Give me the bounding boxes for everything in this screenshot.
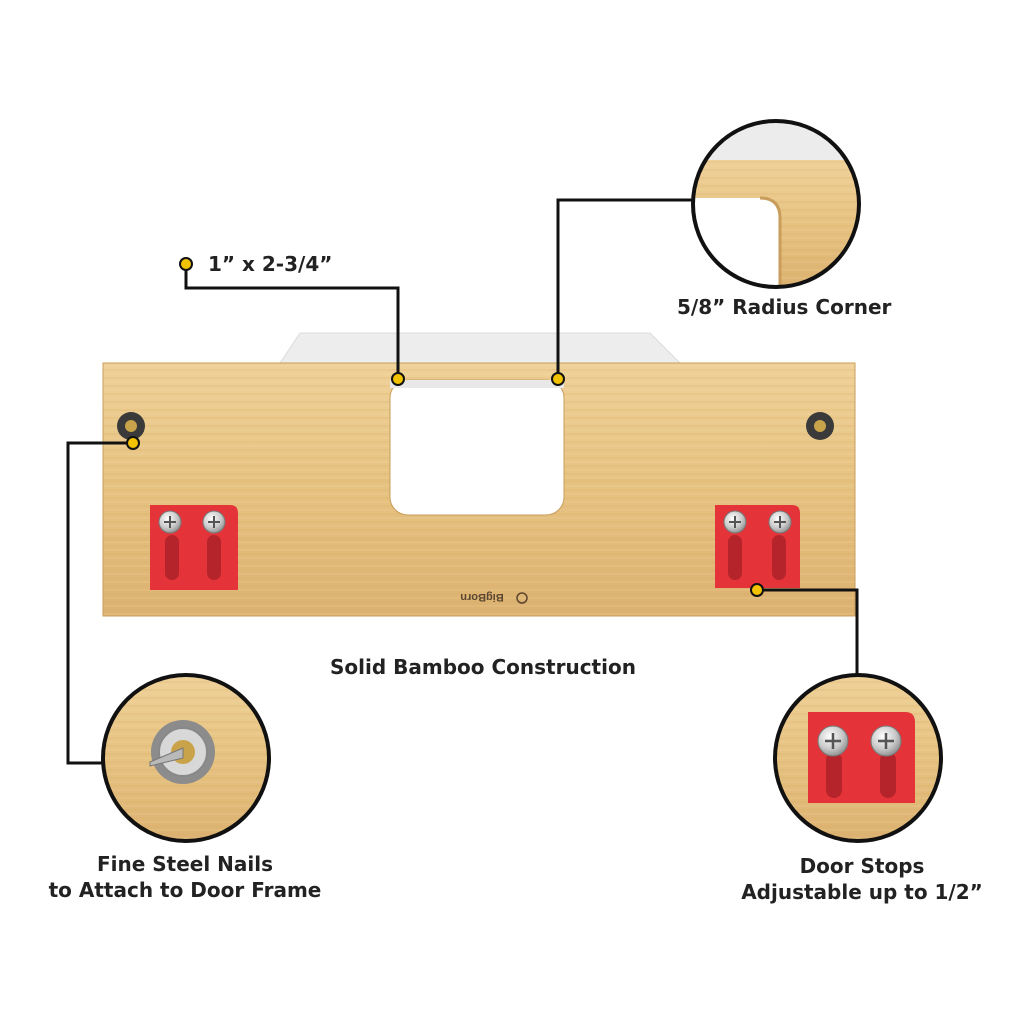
brand-text: BigBorn	[460, 591, 504, 603]
brand-logo-icon: BigBorn	[460, 591, 528, 604]
dot-nail	[126, 436, 140, 450]
nail-icon	[806, 412, 834, 440]
board-top-edge	[279, 332, 682, 364]
label-nails-line1: Fine Steel Nails	[96, 852, 274, 876]
label-construction: Solid Bamboo Construction	[330, 655, 636, 679]
dot-opening-label	[179, 257, 193, 271]
leader-opening	[184, 264, 400, 378]
leader-stops	[757, 588, 859, 676]
board-opening	[389, 379, 565, 516]
detail-radius-corner	[691, 119, 861, 289]
label-opening-size: 1” x 2-3/4”	[208, 252, 333, 276]
leader-radius	[556, 198, 694, 378]
door-stop-icon	[715, 505, 800, 588]
label-nails-line2: to Attach to Door Frame	[48, 878, 322, 902]
leader-nails	[66, 441, 133, 765]
label-stops: Door Stops Adjustable up to 1/2”	[732, 853, 992, 905]
dot-stop	[750, 583, 764, 597]
label-stops-line2: Adjustable up to 1/2”	[741, 880, 983, 904]
label-radius-corner: 5/8” Radius Corner	[677, 295, 892, 319]
detail-door-stop	[773, 673, 943, 843]
dot-opening	[391, 372, 405, 386]
nail-icon	[117, 412, 145, 440]
dot-radius	[551, 372, 565, 386]
callout-dots	[126, 257, 764, 597]
leader-lines	[66, 198, 859, 765]
detail-nail	[101, 673, 271, 843]
door-stop-icon	[150, 505, 238, 590]
label-stops-line1: Door Stops	[799, 854, 925, 878]
label-nails: Fine Steel Nails to Attach to Door Frame	[30, 851, 340, 903]
